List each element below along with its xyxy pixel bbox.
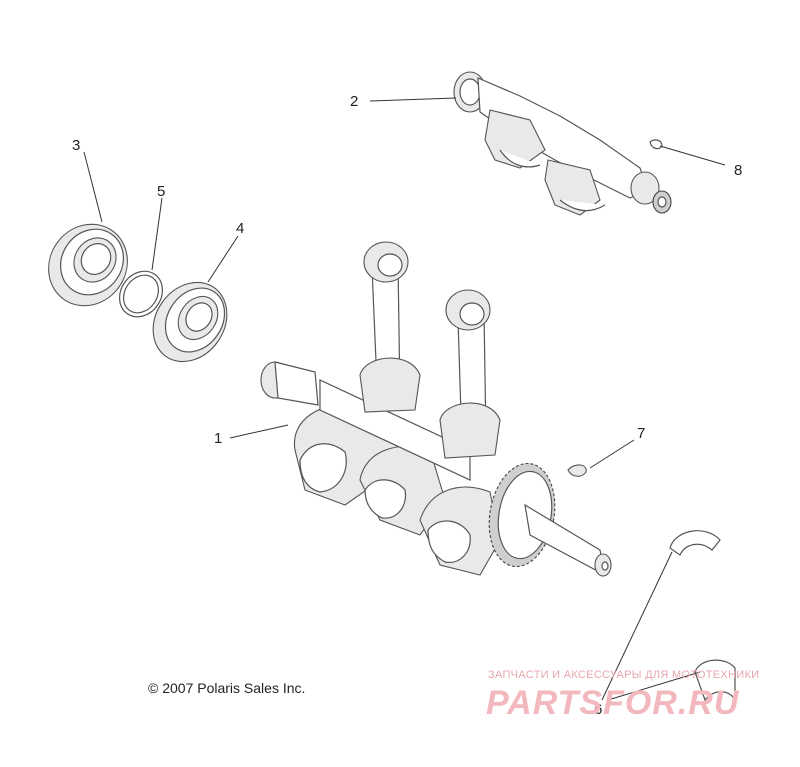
callout-7: 7 — [637, 425, 645, 442]
bearing-shell-6-part — [669, 530, 736, 702]
key-7-part — [567, 464, 587, 477]
balance-shaft-part — [453, 71, 672, 216]
snap-ring-5-part — [119, 270, 163, 318]
watermark-tagline: ЗАПЧАСТИ И АКСЕССУАРЫ ДЛЯ МОТОТЕХНИКИ — [488, 669, 760, 681]
bearing-4-part — [152, 281, 228, 363]
callout-3: 3 — [72, 137, 80, 154]
callout-1: 1 — [214, 430, 222, 447]
callout-2: 2 — [350, 93, 358, 110]
callout-6: 6 — [594, 701, 602, 718]
crankshaft-part — [260, 241, 612, 577]
callout-5: 5 — [157, 183, 165, 200]
copyright-text: © 2007 Polaris Sales Inc. — [148, 680, 306, 696]
watermark-brand: PARTSFOR.RU — [486, 684, 740, 722]
bearing-3-part — [48, 223, 128, 307]
callout-8: 8 — [734, 162, 742, 179]
leader-lines — [83, 97, 726, 701]
callout-4: 4 — [236, 220, 244, 237]
